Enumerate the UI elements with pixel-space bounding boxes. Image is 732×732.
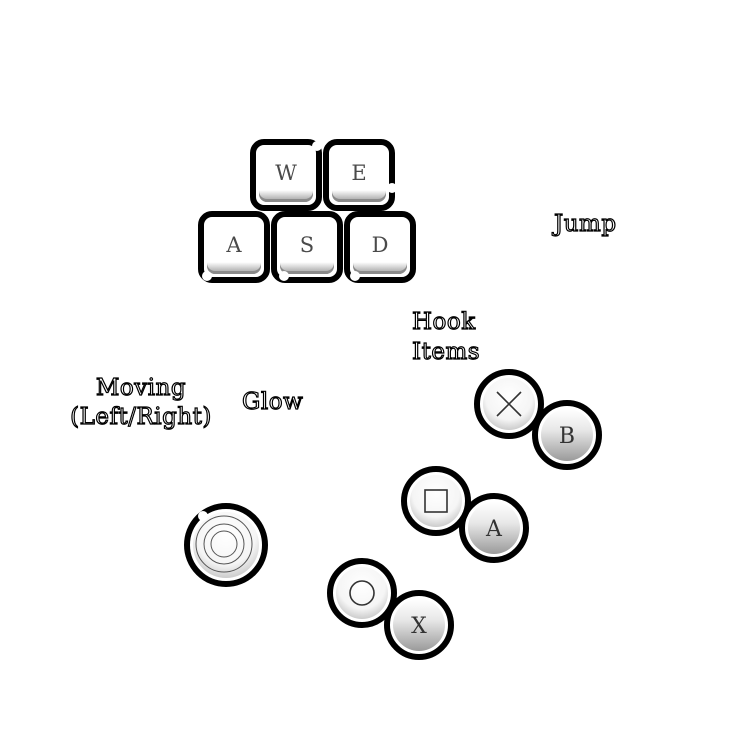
key-d-label: D	[353, 220, 407, 274]
circle-icon	[349, 580, 375, 606]
label-items: Items	[411, 338, 481, 365]
analog-stick-icon	[195, 515, 253, 573]
circle-button[interactable]	[327, 558, 397, 628]
b-button[interactable]: B	[532, 400, 602, 470]
cross-icon	[496, 391, 522, 417]
analog-stick[interactable]	[184, 503, 268, 587]
key-notch	[202, 271, 212, 281]
key-notch	[350, 271, 360, 281]
square-button[interactable]	[401, 466, 471, 536]
key-w-label: W	[259, 148, 313, 202]
key-a[interactable]: A	[198, 211, 270, 283]
b-button-label: B	[558, 423, 576, 449]
label-glow: Glow	[241, 388, 304, 415]
label-jump: Jump	[553, 210, 617, 237]
key-d[interactable]: D	[344, 211, 416, 283]
key-a-label: A	[207, 220, 261, 274]
key-notch	[279, 271, 289, 281]
key-notch	[387, 183, 397, 193]
key-notch	[312, 141, 322, 151]
square-icon	[424, 489, 448, 513]
label-hook: Hook	[411, 308, 476, 335]
stick-notch	[198, 511, 208, 521]
x-button-label: X	[411, 613, 427, 639]
key-s-label: S	[280, 220, 334, 274]
label-moving: Moving	[95, 374, 187, 401]
cross-button[interactable]	[474, 369, 544, 439]
key-e[interactable]: E	[323, 139, 397, 211]
key-e-label: E	[332, 148, 386, 202]
label-left-right: (Left/Right)	[69, 403, 212, 430]
key-w[interactable]: W	[250, 139, 322, 211]
key-s[interactable]: S	[271, 211, 343, 283]
a-button-label: A	[486, 516, 502, 542]
